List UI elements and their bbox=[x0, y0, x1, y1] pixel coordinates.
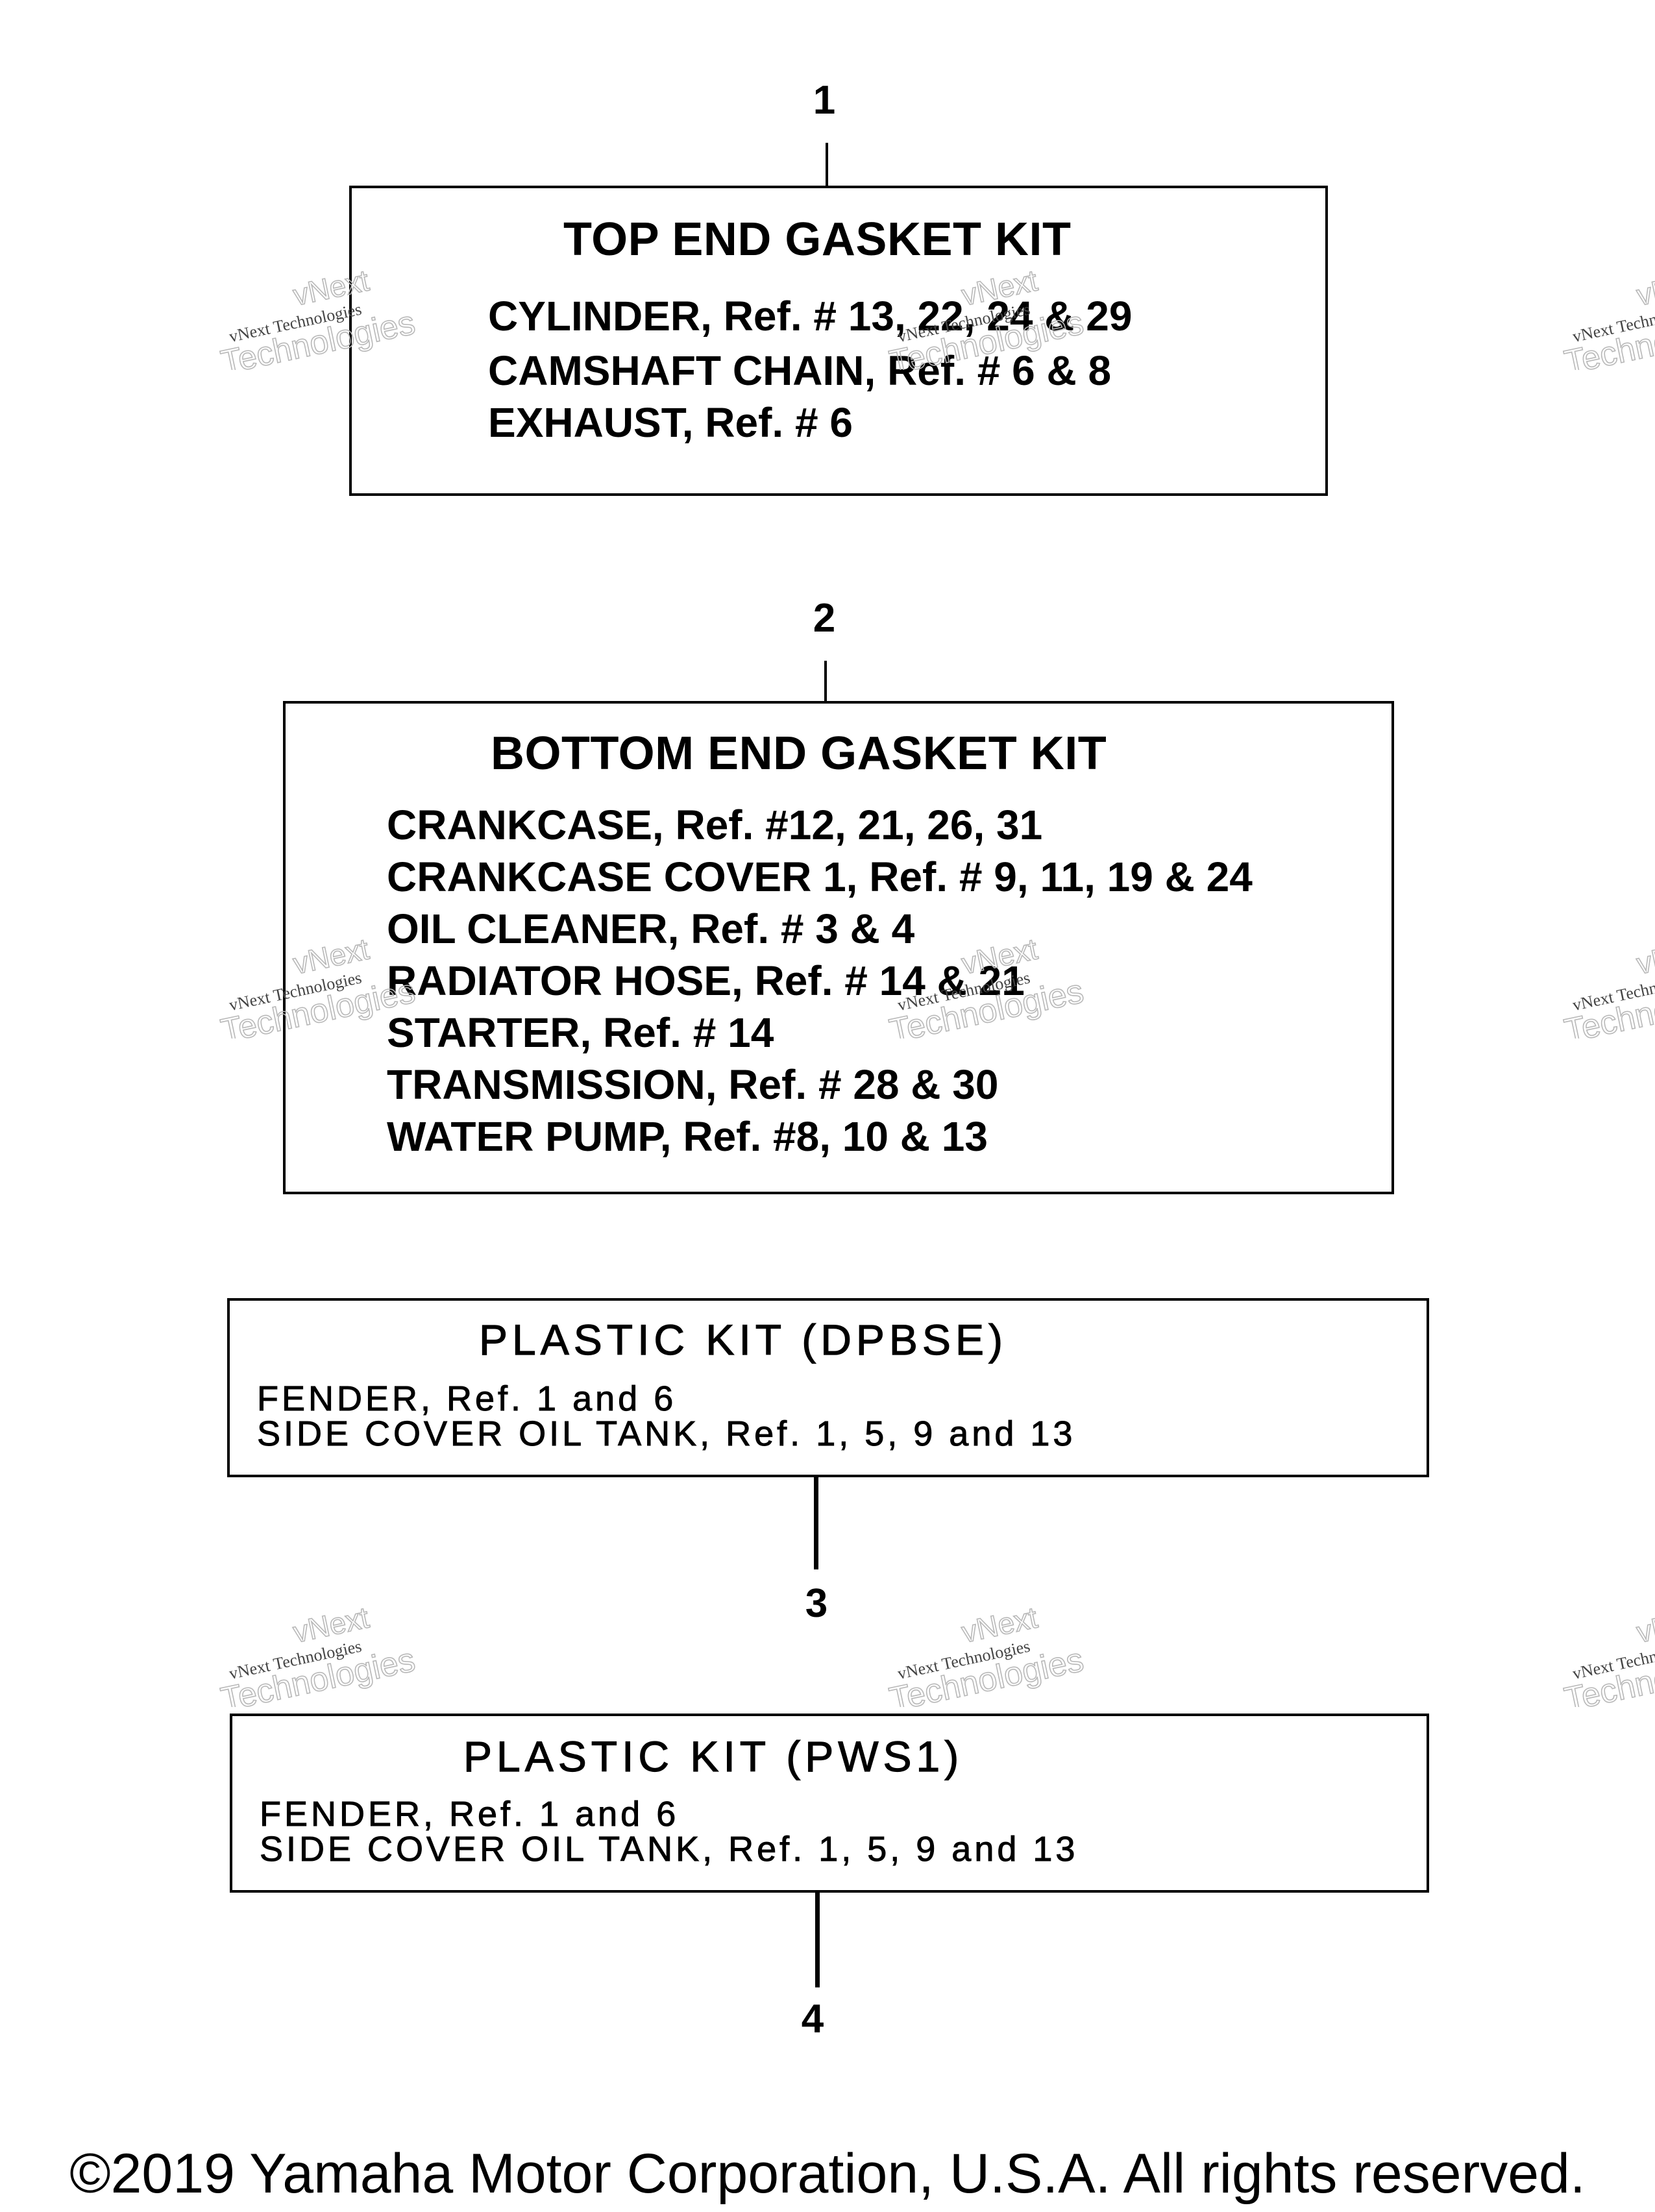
leader-line-4 bbox=[815, 1893, 820, 1987]
kit-line: FENDER, Ref. 1 and 6 bbox=[259, 1795, 680, 1834]
kit-line: EXHAUST, Ref. # 6 bbox=[488, 399, 853, 446]
copyright-notice: ©2019 Yamaha Motor Corporation, U.S.A. A… bbox=[69, 2143, 1586, 2205]
kit-line: CYLINDER, Ref. # 13, 22, 24 & 29 bbox=[488, 293, 1133, 339]
svg-text:vNext: vNext bbox=[1634, 1600, 1655, 1649]
svg-text:vNext Technologies: vNext Technologies bbox=[227, 299, 363, 346]
bottom-end-gasket-kit-box: BOTTOM END GASKET KIT CRANKCASE, Ref. #1… bbox=[283, 701, 1394, 1194]
svg-text:vNext Technologies: vNext Technologies bbox=[1571, 299, 1655, 346]
svg-text:vNext: vNext bbox=[1634, 263, 1655, 312]
callout-number-3: 3 bbox=[805, 1581, 828, 1626]
kit-line: CRANKCASE COVER 1, Ref. # 9, 11, 19 & 24 bbox=[387, 854, 1253, 900]
top-end-gasket-kit-box: TOP END GASKET KIT CYLINDER, Ref. # 13, … bbox=[349, 186, 1328, 496]
kit-line: TRANSMISSION, Ref. # 28 & 30 bbox=[387, 1061, 999, 1108]
callout-number-1: 1 bbox=[813, 78, 836, 123]
svg-text:Technologies: Technologies bbox=[887, 1641, 1087, 1707]
kit-line: SIDE COVER OIL TANK, Ref. 1, 5, 9 and 13 bbox=[259, 1830, 1079, 1869]
leader-line-3 bbox=[814, 1477, 818, 1569]
svg-text:vNext: vNext bbox=[959, 1600, 1040, 1649]
svg-text:Technologies: Technologies bbox=[1562, 972, 1655, 1038]
leader-line-2 bbox=[824, 661, 827, 701]
kit-line: OIL CLEANER, Ref. # 3 & 4 bbox=[387, 905, 915, 952]
svg-text:Technologies: Technologies bbox=[218, 1641, 419, 1707]
kit-title: PLASTIC KIT (PWS1) bbox=[463, 1732, 964, 1780]
kit-line: CRANKCASE, Ref. #12, 21, 26, 31 bbox=[387, 802, 1043, 848]
plastic-kit-pws1-box: PLASTIC KIT (PWS1) FENDER, Ref. 1 and 6 … bbox=[230, 1714, 1429, 1893]
svg-text:vNext Technologies: vNext Technologies bbox=[1571, 1636, 1655, 1683]
svg-text:Technologies: Technologies bbox=[1562, 1641, 1655, 1707]
kit-title: BOTTOM END GASKET KIT bbox=[491, 728, 1107, 780]
kit-line: CAMSHAFT CHAIN, Ref. # 6 & 8 bbox=[488, 347, 1112, 394]
kit-line: RADIATOR HOSE, Ref. # 14 & 21 bbox=[387, 957, 1025, 1004]
leader-line-1 bbox=[826, 143, 828, 186]
callout-number-4: 4 bbox=[801, 1997, 824, 2041]
kit-line: FENDER, Ref. 1 and 6 bbox=[256, 1379, 677, 1419]
kit-line: STARTER, Ref. # 14 bbox=[387, 1009, 774, 1056]
kit-line: SIDE COVER OIL TANK, Ref. 1, 5, 9 and 13 bbox=[256, 1414, 1076, 1454]
kit-title: TOP END GASKET KIT bbox=[563, 214, 1072, 265]
kit-line: WATER PUMP, Ref. #8, 10 & 13 bbox=[387, 1113, 988, 1160]
svg-text:vNext Technologies: vNext Technologies bbox=[896, 1636, 1031, 1683]
svg-text:vNext: vNext bbox=[290, 1600, 372, 1649]
callout-number-2: 2 bbox=[813, 596, 836, 641]
svg-text:vNext Technologies: vNext Technologies bbox=[1571, 968, 1655, 1014]
svg-text:vNext: vNext bbox=[1634, 931, 1655, 980]
plastic-kit-dpbse-box: PLASTIC KIT (DPBSE) FENDER, Ref. 1 and 6… bbox=[227, 1298, 1429, 1477]
svg-text:Technologies: Technologies bbox=[1562, 304, 1655, 370]
svg-text:vNext Technologies: vNext Technologies bbox=[227, 1636, 363, 1683]
kit-title: PLASTIC KIT (DPBSE) bbox=[478, 1315, 1007, 1364]
